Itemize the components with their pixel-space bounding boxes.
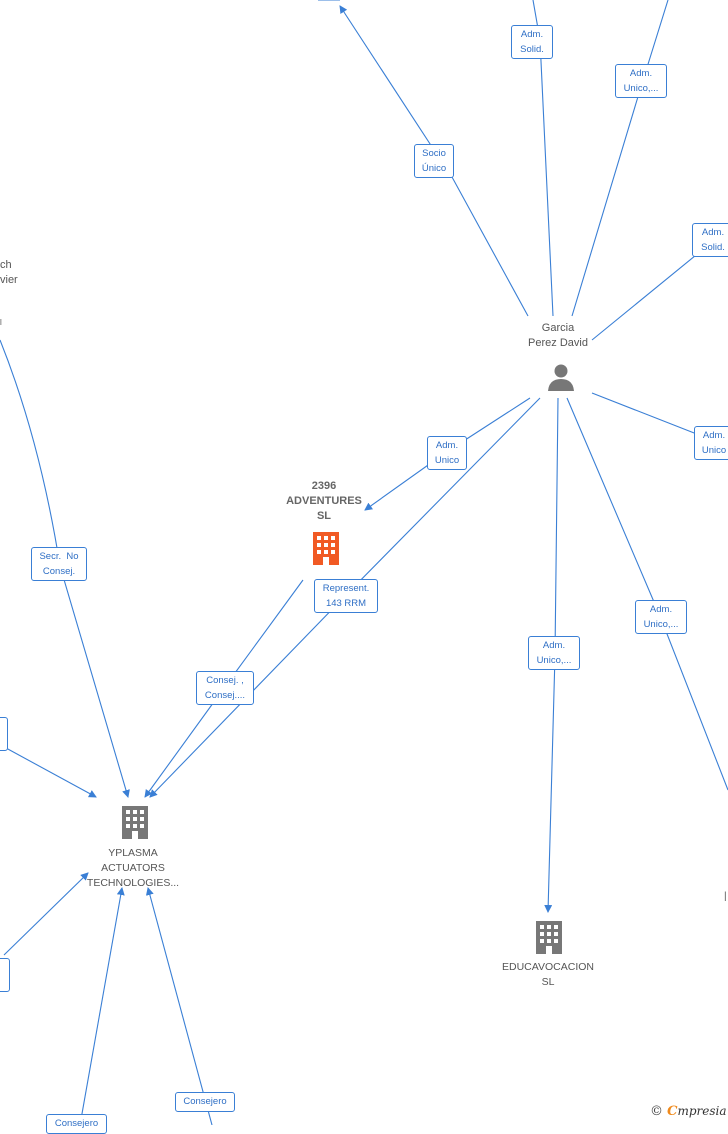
relation-adm-unico-top[interactable]: Adm. Unico,... xyxy=(615,64,667,98)
partial-node-label-line1: ch xyxy=(0,259,12,271)
relation-adm-solid-right[interactable]: Adm. Solid. xyxy=(692,223,728,257)
relation-partial-left-low[interactable] xyxy=(0,958,10,992)
building-icon[interactable] xyxy=(532,919,566,955)
building-icon[interactable] xyxy=(118,804,152,840)
adventures-name-line2: ADVENTURES xyxy=(286,495,362,507)
partial-node-label-line3: l xyxy=(0,318,2,327)
edge-left-mid-yplasma xyxy=(5,747,97,798)
relation-represent[interactable]: Represent. 143 RRM xyxy=(314,579,378,613)
person-icon[interactable] xyxy=(546,362,576,392)
relation-adm-unico-far-right[interactable]: Adm. Unico,... xyxy=(635,600,687,634)
edge-bottom-1-yplasma xyxy=(79,887,125,1125)
relation-adm-solid-top[interactable]: Adm. Solid. xyxy=(511,25,553,59)
relation-consejero-bottom-right[interactable]: Consejero xyxy=(175,1092,235,1112)
relation-adm-unico-right[interactable]: Adm. Unico xyxy=(694,426,728,460)
yplasma-name-line2: ACTUATORS xyxy=(101,862,165,874)
educavocacion-name-line2: SL xyxy=(541,976,555,988)
edge-left-low-yplasma xyxy=(3,872,89,956)
relation-adm-unico-educavocacion[interactable]: Adm. Unico,... xyxy=(528,636,580,670)
relation-consej[interactable]: Consej. , Consej.... xyxy=(196,671,254,705)
partial-node-label-line2: vier xyxy=(0,274,18,286)
relation-secr-no-consej[interactable]: Secr. No Consej. xyxy=(31,547,87,581)
educavocacion-name-line1: EDUCAVOCACION xyxy=(502,961,594,973)
edge-garcia-top-right xyxy=(571,0,669,317)
empresia-watermark: © Cmpresia xyxy=(650,1104,727,1119)
relation-socio-unico[interactable]: Socio Único xyxy=(414,144,454,178)
yplasma-name-line1: YPLASMA xyxy=(108,847,158,859)
relation-consejero-bottom-left[interactable]: Consejero xyxy=(46,1114,107,1134)
relation-partial-left-mid[interactable] xyxy=(0,717,8,751)
building-icon[interactable] xyxy=(309,530,343,566)
edge-bottom-2-yplasma xyxy=(145,887,213,1125)
adventures-name-line1: 2396 xyxy=(311,480,337,492)
partial-right-node-mark: | xyxy=(724,891,727,902)
garcia-name-line2: Perez David xyxy=(528,337,588,349)
copyright-icon: © xyxy=(650,1104,663,1119)
relation-adm-unico-adventures[interactable]: Adm. Unico xyxy=(427,436,467,470)
yplasma-name-line3: TECHNOLOGIES... xyxy=(86,877,180,889)
garcia-name-line1: Garcia xyxy=(541,322,575,334)
adventures-name-line3: SL xyxy=(316,510,332,522)
